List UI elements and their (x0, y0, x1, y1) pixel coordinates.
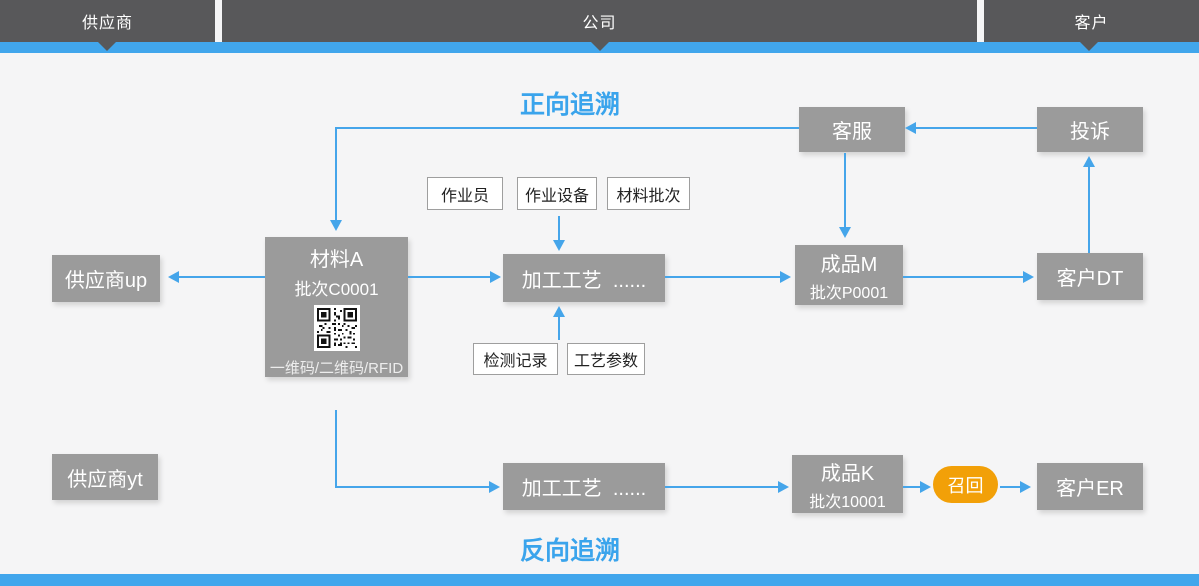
node-product-k: 成品K 批次10001 (792, 455, 903, 513)
node-material-a: 材料A 批次C0001 一维码/二维码/RFID (265, 237, 408, 377)
node-process-top-label: 加工工艺 ...... (521, 269, 647, 292)
lane-supplier: 供应商 (0, 0, 215, 42)
node-customer-er: 客户ER (1037, 463, 1143, 510)
node-customer-service-label: 客服 (832, 121, 872, 143)
material-a-batch: 批次C0001 (294, 279, 379, 299)
tag-operator: 作业员 (427, 177, 503, 210)
node-product-m: 成品M 批次P0001 (795, 245, 903, 305)
node-supplier-yt-label: 供应商yt (67, 468, 143, 491)
product-k-name: 成品K (820, 462, 875, 485)
product-m-batch: 批次P0001 (809, 284, 889, 302)
tag-inspection-record: 检测记录 (473, 343, 558, 375)
node-complaint: 投诉 (1037, 107, 1143, 152)
material-a-code-caption: 一维码/二维码/RFID (269, 359, 404, 377)
product-k-batch: 批次10001 (809, 493, 886, 511)
lane-supplier-label: 供应商 (81, 15, 133, 32)
tag-process-parameter: 工艺参数 (567, 343, 645, 375)
node-supplier-up: 供应商up (52, 255, 160, 302)
node-supplier-yt: 供应商yt (52, 454, 158, 500)
lane-company: 公司 (222, 0, 977, 42)
node-customer-dt: 客户DT (1037, 253, 1143, 300)
recall-badge: 召回 (933, 466, 998, 503)
node-complaint-label: 投诉 (1070, 121, 1110, 143)
lane-company-label: 公司 (582, 15, 617, 32)
node-process-bottom: 加工工艺 ...... (503, 463, 665, 510)
recall-badge-label: 召回 (947, 475, 984, 496)
lane-company-pointer-icon (591, 42, 609, 51)
node-customer-dt-label: 客户DT (1056, 268, 1124, 290)
bottom-blue-bar (0, 574, 1199, 586)
lane-customer-label: 客户 (1074, 15, 1109, 32)
lane-supplier-pointer-icon (98, 42, 116, 51)
qr-code-icon (313, 304, 360, 351)
tag-material-batch: 材料批次 (607, 177, 690, 210)
lane-customer: 客户 (984, 0, 1199, 42)
tag-equipment: 作业设备 (517, 177, 597, 210)
node-process-bottom-label: 加工工艺 ...... (521, 478, 647, 500)
node-process-top: 加工工艺 ...... (503, 254, 665, 302)
product-m-name: 成品M (820, 253, 878, 276)
forward-trace-title: 正向追溯 (519, 91, 620, 119)
lane-customer-pointer-icon (1080, 42, 1098, 51)
node-customer-service: 客服 (799, 107, 905, 152)
material-a-name: 材料A (309, 248, 364, 271)
node-customer-er-label: 客户ER (1056, 478, 1124, 500)
backward-trace-title: 反向追溯 (519, 537, 620, 565)
node-supplier-up-label: 供应商up (64, 270, 148, 292)
